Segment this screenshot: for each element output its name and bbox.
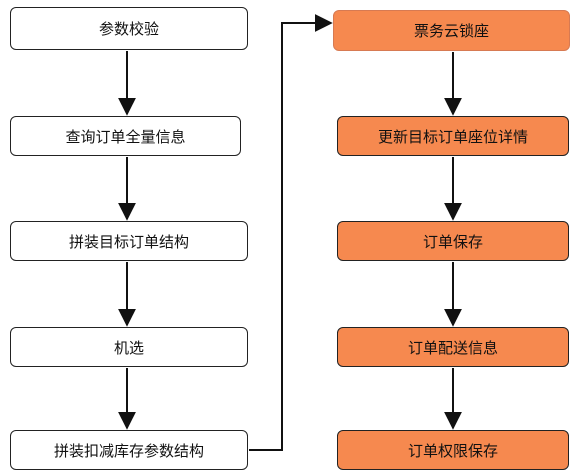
step-save-order-permission: 订单权限保存 bbox=[337, 430, 569, 470]
step-order-delivery-info: 订单配送信息 bbox=[337, 327, 569, 367]
step-machine-select: 机选 bbox=[10, 327, 248, 367]
step-ticket-cloud-lock-seat: 票务云锁座 bbox=[333, 10, 570, 51]
step-save-order: 订单保存 bbox=[337, 221, 569, 261]
step-assemble-order-structure: 拼装目标订单结构 bbox=[10, 221, 248, 261]
step-query-full-order: 查询订单全量信息 bbox=[10, 116, 241, 156]
step-param-validation: 参数校验 bbox=[10, 7, 248, 50]
arrow-left5-to-right1 bbox=[249, 14, 333, 451]
step-assemble-stock-deduction: 拼装扣减库存参数结构 bbox=[10, 430, 248, 470]
step-update-seat-details: 更新目标订单座位详情 bbox=[337, 116, 569, 156]
